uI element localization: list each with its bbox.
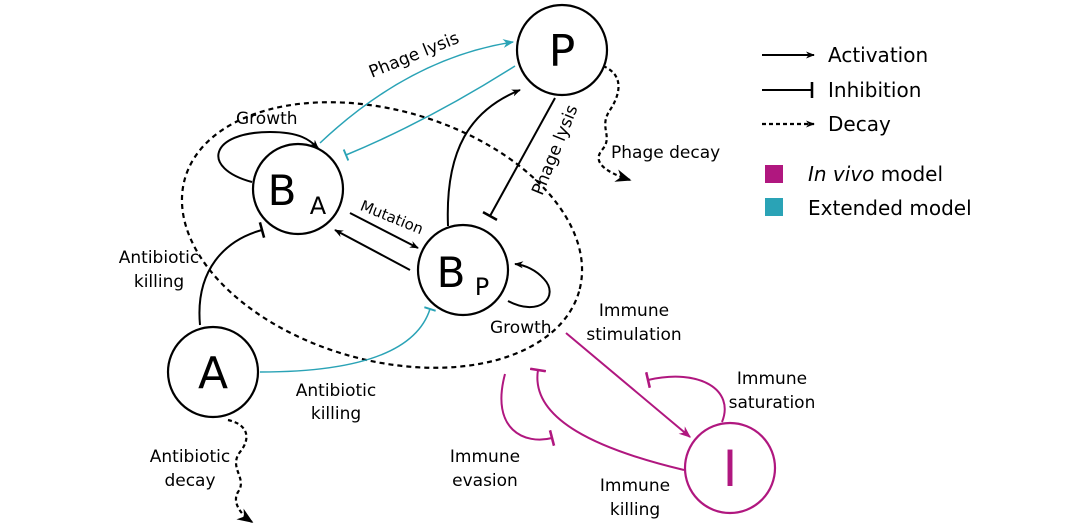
node-bp-subscript: P xyxy=(475,273,489,301)
legend: Activation Inhibition Decay In vivo mode… xyxy=(762,43,972,220)
label-immune-saturation-line1: Immune xyxy=(737,369,807,389)
node-ba-label: B xyxy=(268,166,297,215)
label-immune-stimulation-line2: stimulation xyxy=(586,325,681,345)
edge-immune-saturation xyxy=(644,371,726,423)
edge-antibiotic-killing-a-to-ba xyxy=(198,221,266,326)
label-antibiotic-killing-ba-line2: killing xyxy=(134,272,184,292)
edge-antibiotic-killing-a-to-bp xyxy=(259,306,437,373)
label-immune-stimulation-line1: Immune xyxy=(599,301,669,321)
edge-phage-decay xyxy=(597,64,632,182)
label-immune-killing-line2: killing xyxy=(610,500,660,520)
edge-mutation-ba-to-bp xyxy=(349,212,419,249)
label-phage-lysis-side: Phage lysis xyxy=(528,102,582,198)
edge-antibiotic-decay xyxy=(227,418,254,523)
edge-immune-stimulation xyxy=(565,332,691,438)
node-i-label: I xyxy=(723,440,738,498)
legend-in-vivo-swatch xyxy=(765,165,783,183)
edge-phage-lysis-ba-to-p xyxy=(319,39,515,144)
label-immune-killing-line1: Immune xyxy=(600,476,670,496)
label-immune-saturation-line2: saturation xyxy=(729,393,816,413)
legend-decay-label: Decay xyxy=(828,112,891,136)
label-antibiotic-decay-line1: Antibiotic xyxy=(150,447,230,467)
edge-growth-ba xyxy=(217,130,319,183)
label-immune-evasion-line2: evasion xyxy=(452,471,518,491)
node-ba: B A xyxy=(251,142,345,236)
label-antibiotic-killing-bp-line1: Antibiotic xyxy=(296,381,376,401)
edge-bp-to-p xyxy=(446,89,521,227)
legend-extended-swatch xyxy=(765,198,783,216)
node-bp-label: B xyxy=(437,248,466,297)
label-antibiotic-killing-bp-line2: killing xyxy=(311,404,361,424)
label-antibiotic-decay-line2: decay xyxy=(164,471,215,491)
edge-immune-evasion xyxy=(500,373,556,447)
node-a: A xyxy=(166,325,260,419)
label-mutation: Mutation xyxy=(358,197,426,239)
label-growth-ba: Growth xyxy=(236,109,298,129)
label-phage-decay: Phage decay xyxy=(611,143,720,163)
edge-phage-lysis-p-to-bp xyxy=(482,97,556,221)
edge-phage-lysis-p-to-ba xyxy=(342,65,516,161)
edge-immune-killing xyxy=(529,367,685,471)
legend-extended-label: Extended model xyxy=(808,196,972,220)
label-immune-evasion-line1: Immune xyxy=(450,447,520,467)
edge-mutation-bp-to-ba xyxy=(334,229,411,271)
node-ba-subscript: A xyxy=(310,192,327,220)
label-antibiotic-killing-ba-line1: Antibiotic xyxy=(119,248,199,268)
node-p: P xyxy=(515,3,609,97)
legend-in-vivo-label: In vivo model xyxy=(808,162,943,186)
node-bp: B P xyxy=(416,223,510,317)
label-growth-bp: Growth xyxy=(490,318,552,338)
node-p-label: P xyxy=(549,26,576,77)
node-i: I xyxy=(683,421,777,515)
edge-growth-bp xyxy=(507,261,551,308)
legend-inhibition-label: Inhibition xyxy=(828,78,921,102)
legend-activation-label: Activation xyxy=(828,43,928,67)
node-a-label: A xyxy=(198,348,228,399)
